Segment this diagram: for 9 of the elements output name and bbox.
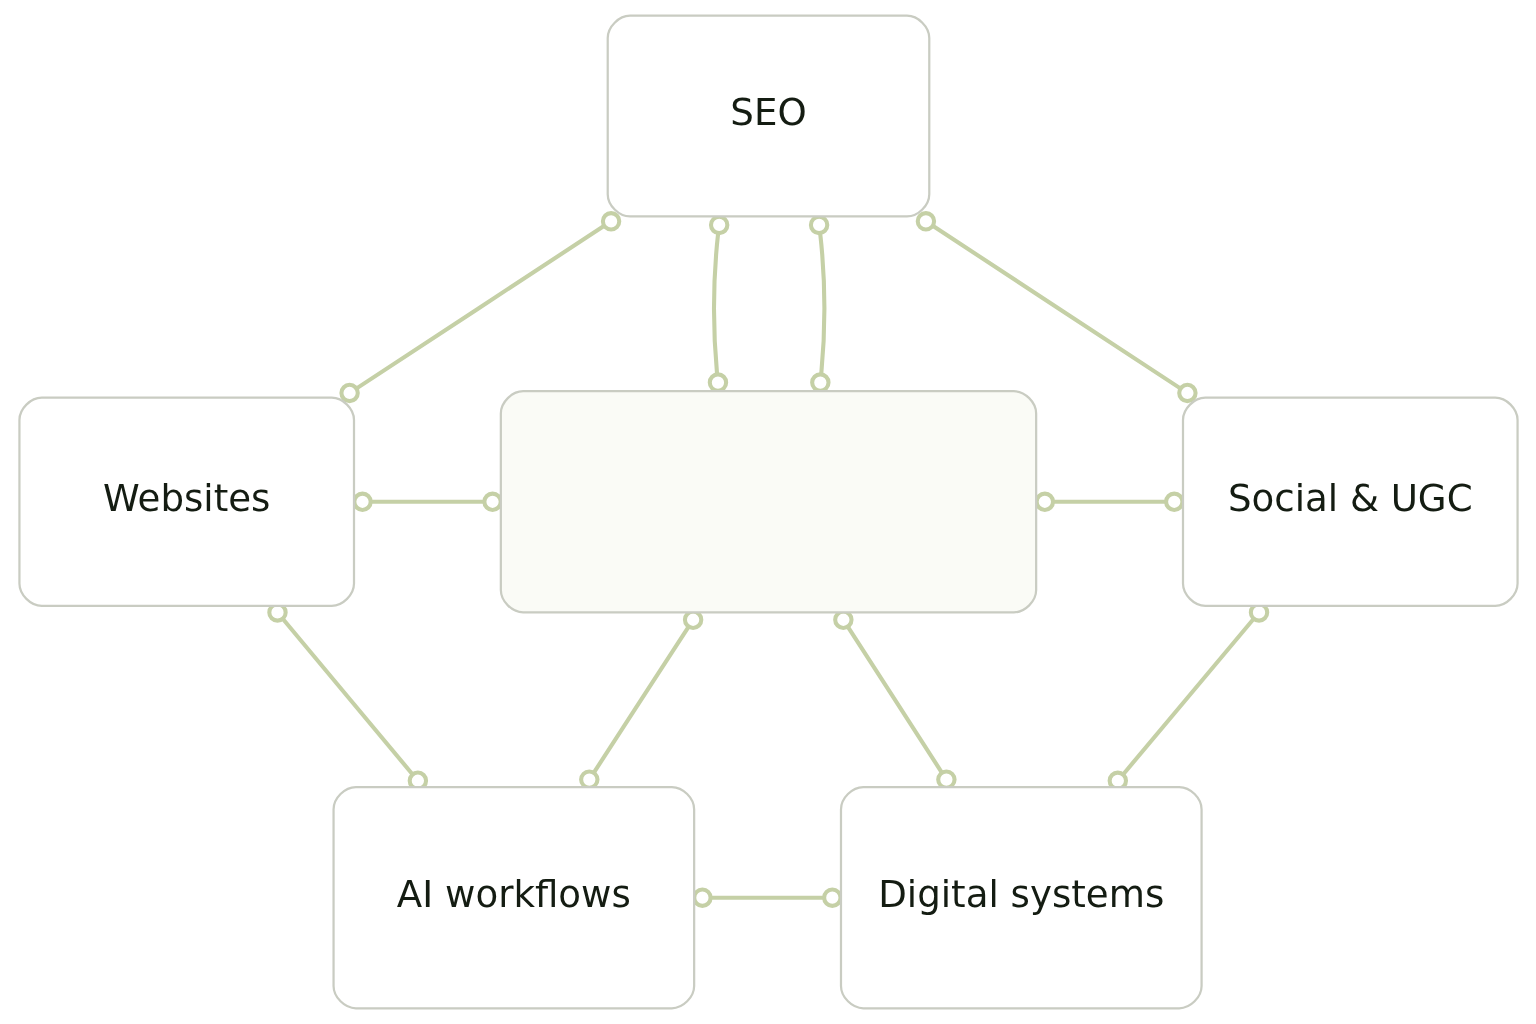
connector [338, 211, 621, 404]
connector [915, 211, 1198, 404]
connector [1034, 491, 1184, 512]
node-box: AI workflows [331, 785, 695, 1010]
node-box [499, 390, 1037, 614]
node-box: Websites [17, 396, 355, 607]
node-box: Digital systems [839, 785, 1203, 1010]
node-box: Social & UGC [1181, 396, 1519, 607]
node-box: SEO [606, 14, 930, 218]
